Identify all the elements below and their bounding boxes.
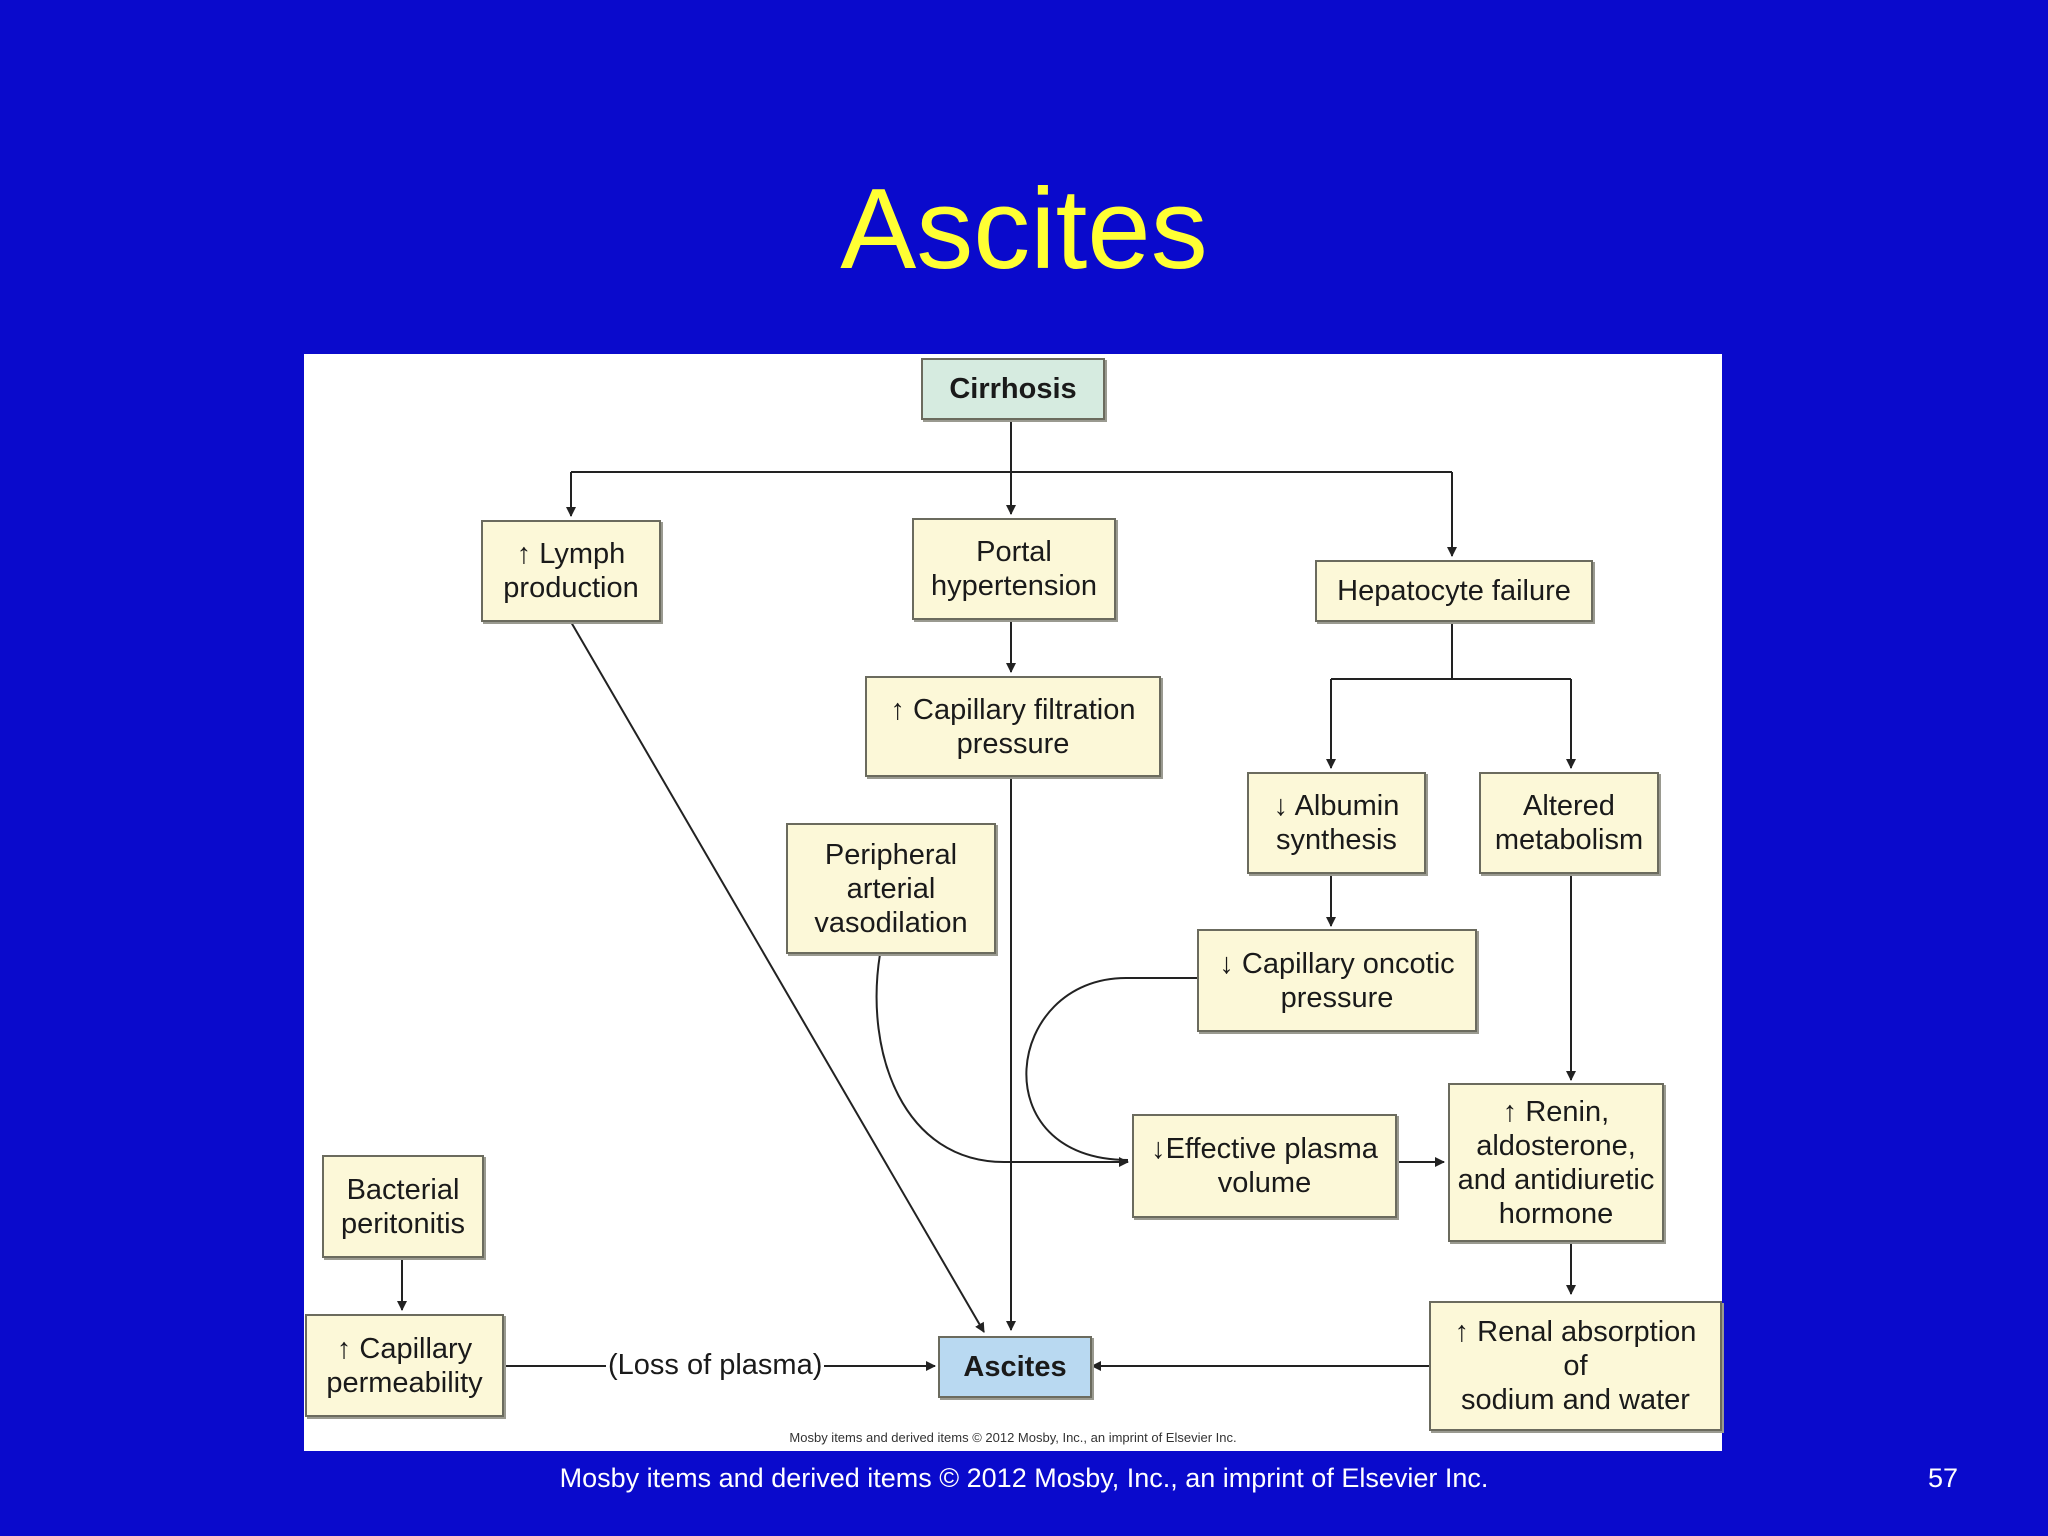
node-effective-plasma-volume: ↓Effective plasma volume [1132,1114,1397,1218]
node-capillary-permeability: ↑ Capillary permeability [305,1314,504,1417]
node-renin-aldosterone: ↑ Renin, aldosterone, and antidiuretic h… [1448,1083,1664,1242]
node-bacterial-peritonitis: Bacterial peritonitis [322,1155,484,1258]
slide-title: Ascites [840,166,1208,293]
node-renal-absorption: ↑ Renal absorption of sodium and water [1429,1301,1722,1431]
flowchart-connectors [397,420,1576,1371]
edge-peripheral-plasma [875,953,1129,1167]
footer-copyright: Mosby items and derived items © 2012 Mos… [559,1463,1489,1493]
node-hepatocyte-failure: Hepatocyte failure [1315,560,1593,622]
edge-lymph-ascites [570,621,985,1333]
node-capillary-oncotic: ↓ Capillary oncotic pressure [1197,929,1477,1032]
ascites-flowchart: Cirrhosis ↑ Lymph production Portal hype… [304,354,1722,1451]
figure-credit: Mosby items and derived items © 2012 Mos… [789,1430,1237,1445]
node-altered-metabolism: Altered metabolism [1479,772,1659,874]
node-cirrhosis: Cirrhosis [921,358,1105,420]
node-albumin-synthesis: ↓ Albumin synthesis [1247,772,1426,874]
node-ascites: Ascites [938,1336,1092,1398]
edge-oncotic-plasma [1025,977,1197,1161]
node-peripheral-vasodilation: Peripheral arterial vasodilation [786,823,996,954]
node-lymph-production: ↑ Lymph production [481,520,661,622]
node-capillary-filtration: ↑ Capillary filtration pressure [865,676,1161,777]
edge-label-loss-of-plasma: (Loss of plasma) [606,1348,825,1382]
slide-number: 57 [1928,1463,1959,1493]
node-portal-hypertension: Portal hypertension [912,518,1116,620]
